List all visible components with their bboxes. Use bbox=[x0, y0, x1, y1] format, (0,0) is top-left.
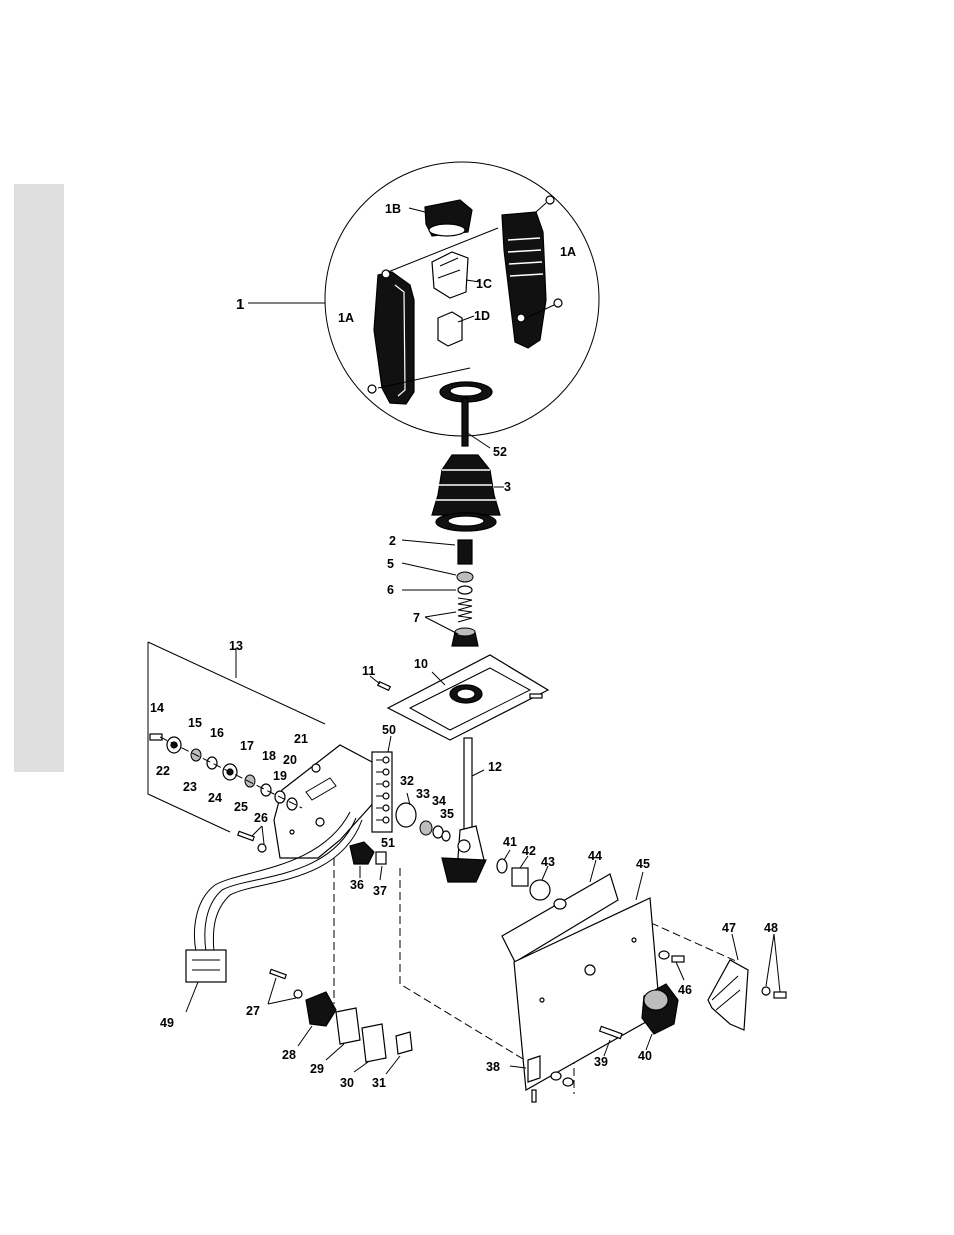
label-part-2: 2 bbox=[389, 534, 396, 548]
switch-bracket bbox=[432, 252, 480, 298]
spring-and-nut bbox=[425, 598, 478, 646]
potentiometer-40 bbox=[642, 984, 678, 1050]
label-part-12: 12 bbox=[488, 760, 502, 774]
label-part-41: 41 bbox=[503, 835, 517, 849]
label-part-11: 11 bbox=[362, 664, 375, 678]
label-part-34: 34 bbox=[432, 794, 446, 808]
label-part-21: 21 bbox=[294, 732, 308, 746]
label-part-31: 31 bbox=[372, 1076, 386, 1090]
label-part-30: 30 bbox=[340, 1076, 354, 1090]
label-part-39: 39 bbox=[594, 1055, 608, 1069]
label-part-1d: 1D bbox=[474, 309, 490, 323]
label-part-24: 24 bbox=[208, 791, 222, 805]
label-part-42: 42 bbox=[522, 844, 536, 858]
spacer-41 bbox=[497, 850, 510, 873]
label-part-48: 48 bbox=[764, 921, 778, 935]
label-part-50: 50 bbox=[382, 723, 396, 737]
gate-plate bbox=[388, 655, 548, 740]
label-part-1c: 1C bbox=[476, 277, 492, 291]
cover-47 bbox=[708, 934, 748, 1030]
label-part-29: 29 bbox=[310, 1062, 324, 1076]
handle-half-right bbox=[502, 196, 562, 348]
label-part-44: 44 bbox=[588, 849, 602, 863]
screws-27 bbox=[268, 969, 302, 1004]
micro-switch-stack bbox=[372, 736, 392, 832]
rubber-boot bbox=[432, 455, 504, 531]
label-part-18: 18 bbox=[262, 749, 276, 763]
label-part-37: 37 bbox=[373, 884, 387, 898]
washer-6 bbox=[402, 586, 472, 594]
label-part-16: 16 bbox=[210, 726, 224, 740]
cam-32 bbox=[396, 793, 416, 827]
label-part-26: 26 bbox=[254, 811, 268, 825]
label-part-7: 7 bbox=[413, 611, 420, 625]
bracket-31 bbox=[386, 1032, 412, 1074]
label-part-32: 32 bbox=[400, 774, 414, 788]
bushing-42 bbox=[512, 856, 528, 886]
label-part-19: 19 bbox=[273, 769, 287, 783]
washer-33 bbox=[420, 821, 432, 835]
label-part-1a-left: 1A bbox=[338, 311, 354, 325]
label-part-14: 14 bbox=[150, 701, 164, 715]
label-part-52: 52 bbox=[493, 445, 507, 459]
label-part-33: 33 bbox=[416, 787, 430, 801]
label-part-47: 47 bbox=[722, 921, 736, 935]
label-part-23: 23 bbox=[183, 780, 197, 794]
label-part-1: 1 bbox=[236, 296, 244, 313]
limit-switch bbox=[298, 992, 336, 1046]
clip-37 bbox=[376, 852, 386, 880]
label-part-1a-right: 1A bbox=[560, 245, 576, 259]
label-part-38: 38 bbox=[486, 1060, 500, 1074]
label-part-43: 43 bbox=[541, 855, 555, 869]
label-part-28: 28 bbox=[282, 1048, 296, 1062]
bearing-43 bbox=[530, 866, 550, 900]
label-part-40: 40 bbox=[638, 1049, 652, 1063]
label-part-51: 51 bbox=[381, 836, 395, 850]
switch-block bbox=[438, 312, 474, 346]
label-part-1b: 1B bbox=[385, 202, 401, 216]
label-part-36: 36 bbox=[350, 878, 364, 892]
handle-cap bbox=[409, 200, 472, 236]
label-part-13: 13 bbox=[229, 639, 243, 653]
label-part-15: 15 bbox=[188, 716, 202, 730]
label-part-46: 46 bbox=[678, 983, 692, 997]
washer-46 bbox=[659, 951, 684, 980]
label-part-22: 22 bbox=[156, 764, 170, 778]
label-part-17: 17 bbox=[240, 739, 254, 753]
label-part-25: 25 bbox=[234, 800, 248, 814]
label-part-49: 49 bbox=[160, 1016, 174, 1030]
shaft-sleeve bbox=[402, 540, 472, 564]
label-part-5: 5 bbox=[387, 557, 394, 571]
handle-grommet bbox=[440, 382, 492, 448]
label-part-10: 10 bbox=[414, 657, 428, 671]
screws-48 bbox=[762, 934, 786, 998]
label-part-27: 27 bbox=[246, 1004, 260, 1018]
pot-36 bbox=[350, 842, 374, 878]
label-part-6: 6 bbox=[387, 583, 394, 597]
label-part-45: 45 bbox=[636, 857, 650, 871]
washer-5 bbox=[402, 563, 473, 582]
washer-35 bbox=[442, 831, 450, 841]
screws-26 bbox=[238, 826, 266, 852]
label-part-3: 3 bbox=[504, 480, 511, 494]
label-part-20: 20 bbox=[283, 753, 297, 767]
label-part-35: 35 bbox=[440, 807, 454, 821]
